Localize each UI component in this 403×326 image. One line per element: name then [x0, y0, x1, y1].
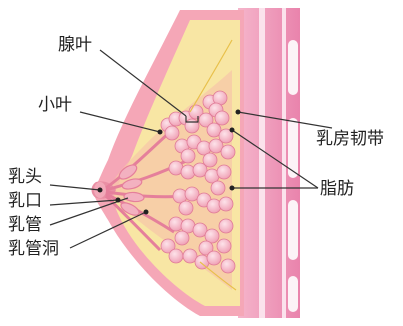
label-lactiferous-sinus: 乳管洞	[8, 239, 59, 259]
label-nipple: 乳头	[8, 167, 42, 187]
label-lactiferous-duct: 乳管	[8, 215, 42, 235]
label-nipple-orifice: 乳口	[8, 191, 42, 211]
label-fat: 脂肪	[320, 179, 354, 199]
chest-wall	[238, 8, 300, 318]
label-glandular-lobe: 腺叶	[58, 35, 92, 55]
label-suspensory-ligament: 乳房韧带	[316, 129, 384, 149]
label-lobule: 小叶	[38, 95, 72, 115]
